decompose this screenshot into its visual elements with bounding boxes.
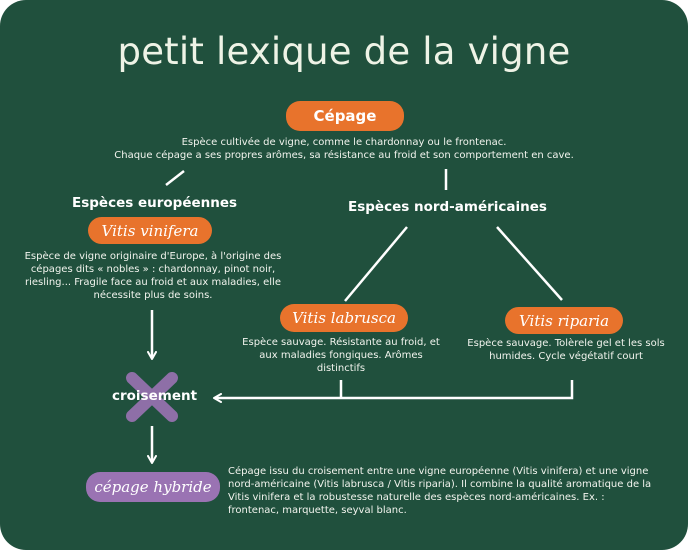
labrusca-label: Vitis labrusca	[280, 304, 408, 332]
croisement-label: croisement	[112, 388, 198, 404]
labrusca-description: Espèce sauvage. Résistante au froid, et …	[242, 337, 440, 374]
line-nord-to-labrusca	[344, 226, 408, 302]
page-title: petit lexique de la vigne	[117, 30, 571, 73]
cepage-description-line1: Espèce cultivée de vigne, comme le chard…	[181, 137, 507, 148]
nord-americaines-heading: Espèces nord-américaines	[348, 199, 547, 215]
vinifera-description: Espèce de vigne originaire d'Europe, à l…	[24, 251, 282, 301]
riparia-label: Vitis riparia	[505, 307, 623, 334]
cepage-description: Espèce cultivée de vigne, comme le chard…	[60, 136, 628, 162]
hybride-label: cépage hybride	[86, 472, 220, 502]
cross-icon	[126, 372, 178, 422]
riparia-description: Espèce sauvage. Tolèrele gel et les sols…	[467, 338, 665, 362]
line-nord-to-riparia	[496, 226, 563, 301]
cepage-description-line2: Chaque cépage a ses propres arômes, sa r…	[114, 150, 574, 161]
line-cepage-to-europeennes	[165, 170, 185, 186]
vinifera-label: Vitis vinifera	[88, 217, 212, 244]
hybride-description: Cépage issu du croisement entre une vign…	[228, 466, 652, 516]
arrow-americaines-to-croisement	[213, 380, 574, 403]
cepage-label: Cépage	[286, 101, 404, 131]
europeennes-heading: Espèces européennes	[72, 195, 238, 211]
